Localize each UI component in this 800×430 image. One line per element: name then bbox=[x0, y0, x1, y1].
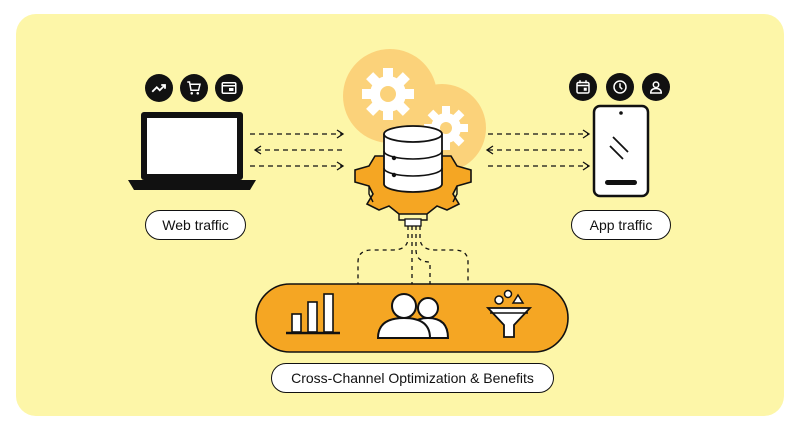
user-icon bbox=[642, 73, 670, 101]
hub-to-benefits-lines bbox=[357, 226, 469, 290]
bar-chart-icon bbox=[286, 293, 340, 335]
browser-window-icon bbox=[215, 74, 243, 102]
gear-icon bbox=[362, 68, 414, 120]
laptop-icon bbox=[128, 112, 256, 190]
web-connection-arrows bbox=[250, 129, 345, 171]
phone-icon bbox=[592, 104, 650, 198]
app-connection-arrows bbox=[485, 129, 591, 171]
calendar-icon bbox=[569, 73, 597, 101]
clock-icon bbox=[606, 73, 634, 101]
app-traffic-label: App traffic bbox=[571, 210, 671, 240]
web-traffic-label: Web traffic bbox=[145, 210, 246, 240]
funnel-icon bbox=[485, 289, 533, 338]
database-icon bbox=[383, 125, 443, 193]
audience-icon bbox=[376, 293, 450, 339]
trending-up-icon bbox=[145, 74, 173, 102]
processing-hub bbox=[343, 49, 486, 227]
shopping-cart-icon bbox=[180, 74, 208, 102]
cross-channel-label: Cross-Channel Optimization & Benefits bbox=[271, 363, 554, 393]
